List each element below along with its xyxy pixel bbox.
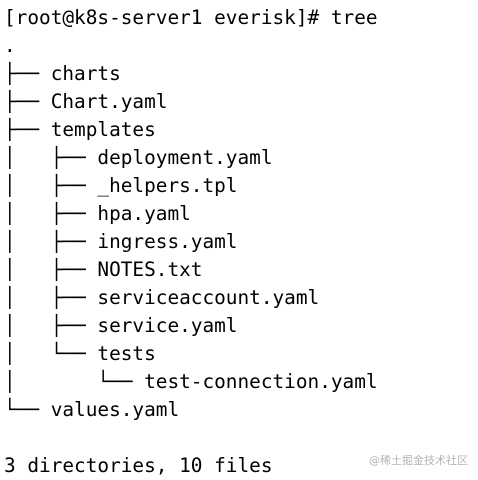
tree-line: │ └── test-connection.yaml <box>4 370 378 393</box>
tree-line: │ └── tests <box>4 342 156 365</box>
blank-line <box>4 424 478 452</box>
command-prompt-line: [root@k8s-server1 everisk]# tree <box>4 6 378 29</box>
tree-line: ├── Chart.yaml <box>4 90 168 113</box>
tree-line: ├── templates <box>4 118 156 141</box>
tree-line: ├── charts <box>4 62 121 85</box>
tree-line: │ ├── service.yaml <box>4 314 238 337</box>
tree-summary: 3 directories, 10 files <box>4 454 273 477</box>
tree-line: │ ├── ingress.yaml <box>4 230 238 253</box>
watermark-text: @稀土掘金技术社区 <box>369 454 468 467</box>
tree-line: └── values.yaml <box>4 398 180 421</box>
tree-line: │ ├── hpa.yaml <box>4 202 191 225</box>
tree-line: │ ├── deployment.yaml <box>4 146 273 169</box>
tree-line: │ ├── serviceaccount.yaml <box>4 286 320 309</box>
tree-line: │ ├── _helpers.tpl <box>4 174 238 197</box>
tree-root-dot: . <box>4 34 16 57</box>
tree-line: │ ├── NOTES.txt <box>4 258 203 281</box>
